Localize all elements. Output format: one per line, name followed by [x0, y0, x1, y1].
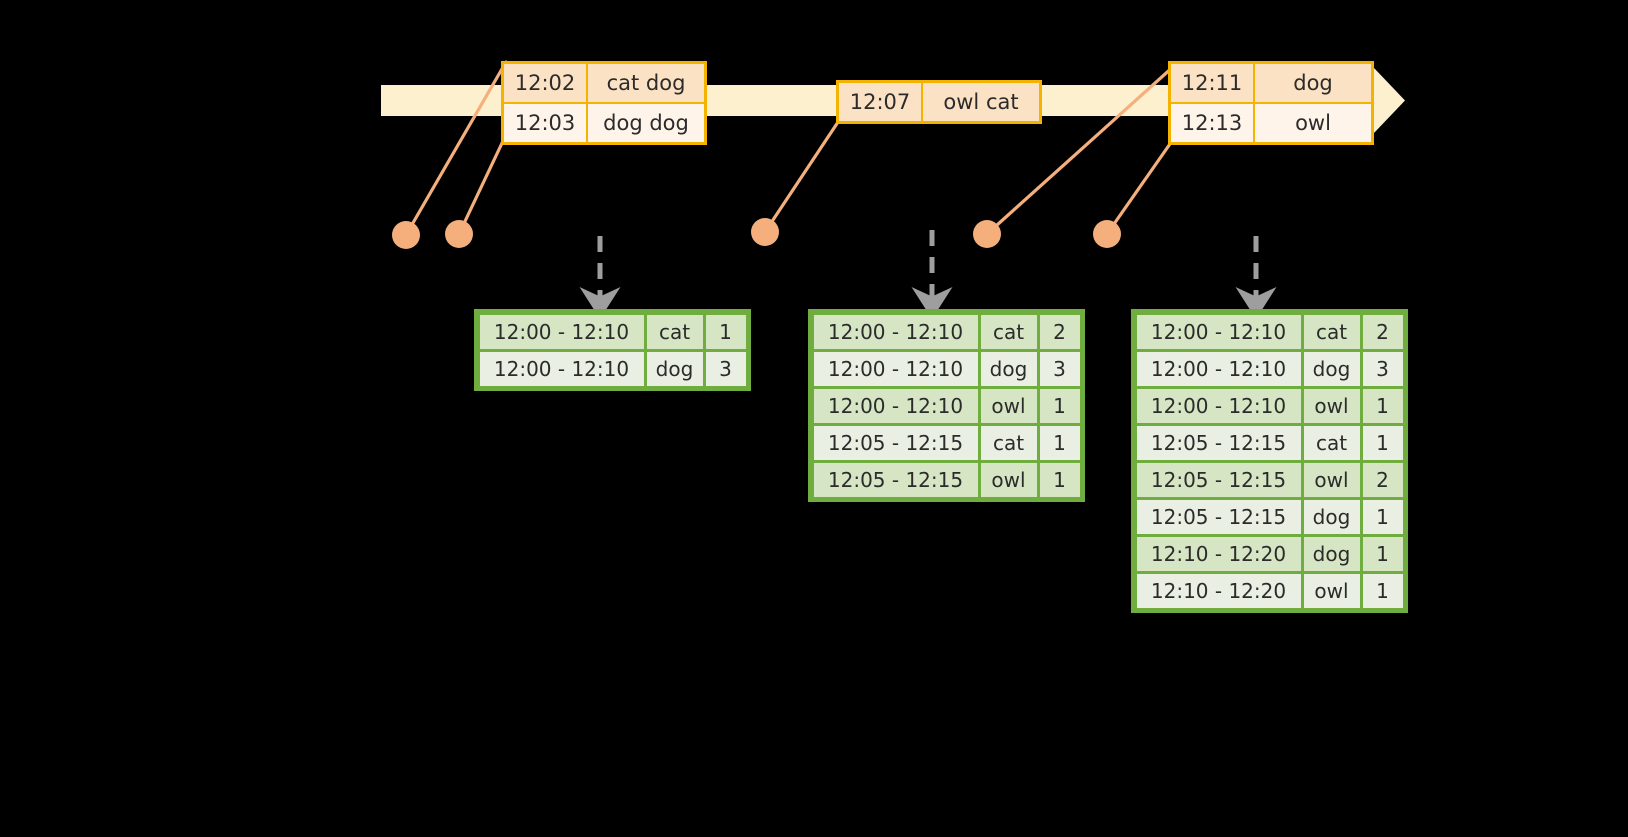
key-cell: dog	[646, 351, 703, 386]
event-dot-4	[973, 220, 1001, 248]
window-cell: 12:10 - 12:20	[1136, 536, 1301, 571]
key-cell: cat	[980, 314, 1037, 349]
event-payload: owl	[1255, 104, 1371, 142]
emit-arrows	[579, 230, 1277, 319]
window-cell: 12:00 - 12:10	[1136, 388, 1301, 423]
event-group-3[interactable]: 12:11 dog 12:13 owl	[1168, 61, 1374, 145]
window-cell: 12:05 - 12:15	[813, 425, 978, 460]
window-cell: 12:00 - 12:10	[813, 314, 978, 349]
count-cell: 3	[705, 351, 746, 386]
count-cell: 1	[1362, 499, 1403, 534]
count-cell: 1	[1039, 388, 1080, 423]
window-cell: 12:00 - 12:10	[479, 314, 644, 349]
count-cell: 1	[705, 314, 746, 349]
window-cell: 12:10 - 12:20	[1136, 573, 1301, 608]
window-cell: 12:00 - 12:10	[1136, 314, 1301, 349]
event-row[interactable]: 12:11 dog	[1171, 64, 1371, 102]
event-group-2[interactable]: 12:07 owl cat	[836, 80, 1042, 124]
count-cell: 1	[1362, 573, 1403, 608]
event-row[interactable]: 12:02 cat dog	[504, 64, 704, 102]
key-cell: owl	[1303, 388, 1360, 423]
key-cell: dog	[1303, 351, 1360, 386]
key-cell: cat	[1303, 314, 1360, 349]
connector-1	[404, 60, 508, 237]
key-cell: dog	[1303, 499, 1360, 534]
key-cell: owl	[980, 388, 1037, 423]
event-row[interactable]: 12:07 owl cat	[839, 83, 1039, 121]
key-cell: cat	[980, 425, 1037, 460]
connector-3	[763, 117, 842, 234]
event-row[interactable]: 12:03 dog dog	[504, 102, 704, 142]
count-cell: 1	[1039, 425, 1080, 460]
count-cell: 1	[1362, 425, 1403, 460]
connector-5	[1105, 139, 1174, 236]
event-dot-5	[1093, 220, 1121, 248]
event-time: 12:11	[1171, 64, 1255, 102]
key-cell: owl	[1303, 573, 1360, 608]
window-cell: 12:00 - 12:10	[479, 351, 644, 386]
event-row[interactable]: 12:13 owl	[1171, 102, 1371, 142]
count-cell: 1	[1362, 536, 1403, 571]
key-cell: cat	[646, 314, 703, 349]
window-cell: 12:05 - 12:15	[1136, 425, 1301, 460]
event-dot-2	[445, 220, 473, 248]
key-cell: owl	[980, 462, 1037, 497]
event-dot-1	[392, 221, 420, 249]
window-cell: 12:00 - 12:10	[813, 388, 978, 423]
event-dot-3	[751, 218, 779, 246]
window-cell: 12:05 - 12:15	[1136, 462, 1301, 497]
count-cell: 3	[1039, 351, 1080, 386]
connector-2	[457, 139, 505, 236]
count-cell: 1	[1039, 462, 1080, 497]
event-payload: dog	[1255, 64, 1371, 102]
window-cell: 12:05 - 12:15	[813, 462, 978, 497]
event-time: 12:02	[504, 64, 588, 102]
key-cell: dog	[1303, 536, 1360, 571]
count-cell: 3	[1362, 351, 1403, 386]
window-cell: 12:00 - 12:10	[813, 351, 978, 386]
event-payload: owl cat	[923, 83, 1039, 121]
event-payload: dog dog	[588, 104, 704, 142]
count-cell: 2	[1362, 462, 1403, 497]
key-cell: dog	[980, 351, 1037, 386]
key-cell: cat	[1303, 425, 1360, 460]
event-dots	[392, 218, 1121, 249]
event-group-1[interactable]: 12:02 cat dog 12:03 dog dog	[501, 61, 707, 145]
event-payload: cat dog	[588, 64, 704, 102]
window-cell: 12:05 - 12:15	[1136, 499, 1301, 534]
event-time: 12:07	[839, 83, 923, 121]
event-time: 12:13	[1171, 104, 1255, 142]
event-time: 12:03	[504, 104, 588, 142]
count-cell: 2	[1039, 314, 1080, 349]
window-cell: 12:00 - 12:10	[1136, 351, 1301, 386]
count-cell: 1	[1362, 388, 1403, 423]
key-cell: owl	[1303, 462, 1360, 497]
count-cell: 2	[1362, 314, 1403, 349]
